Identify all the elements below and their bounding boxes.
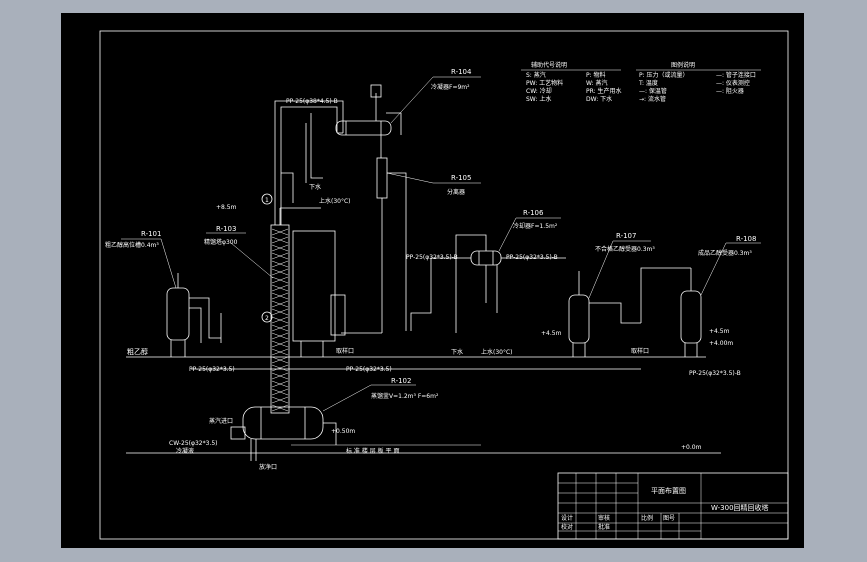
pipe-spec: PP-25(φ32*3.5)	[189, 366, 235, 373]
legend-item: DW: 下水	[586, 95, 612, 103]
title-cell: 校对	[561, 523, 573, 531]
r107-desc: 不合格乙醇受器0.3m³	[595, 245, 655, 253]
marker-label: 1	[265, 197, 269, 204]
r102-tag: R-102	[391, 377, 411, 385]
sample-port-label: 取样口	[336, 347, 354, 355]
r108-desc: 成品乙醇受器0.3m³	[698, 249, 752, 257]
r106-cooler	[410, 234, 566, 333]
r106-tag: R-106	[523, 209, 544, 217]
title-cell: 比例	[641, 514, 653, 522]
legend-item: PR: 生产用水	[586, 87, 622, 95]
r101-feed-tank	[166, 273, 222, 357]
legend-item: W: 蒸汽	[586, 79, 608, 87]
elevation-label: +0.50m	[331, 428, 355, 435]
drain-label: 放净口	[259, 463, 277, 471]
r108-tag: R-108	[736, 235, 756, 243]
elevation-label: +4.5m	[709, 328, 730, 335]
overhead-pipe	[274, 100, 344, 225]
reflux-drum	[292, 230, 346, 357]
r105-tag: R-105	[451, 174, 471, 182]
r105-desc: 分离器	[447, 188, 465, 196]
r104-desc: 冷凝器F=9m²	[431, 83, 470, 91]
legend-block: 辅助代号说明 S: 蒸汽 PW: 工艺物料 CW: 冷却 SW: 上水 P: 物…	[521, 61, 761, 103]
legend-item: →: 流水管	[639, 95, 666, 103]
title-cell: 图号	[663, 515, 675, 522]
title-cell: 设计	[561, 514, 573, 522]
legend-item: P: 物料	[586, 71, 606, 79]
r103-desc: 精馏塔φ300	[204, 238, 238, 246]
legend-item: S: 蒸汽	[526, 71, 546, 79]
drawing-frame	[99, 30, 789, 540]
legend-item: SW: 上水	[526, 95, 551, 103]
r103-distillation-column	[270, 207, 321, 414]
marker-circle	[261, 311, 273, 323]
legend-item: T: 温度	[638, 79, 658, 87]
title-cell: 批准	[598, 523, 610, 531]
legend-item: P: 压力（或流量）	[639, 71, 689, 79]
crude-ethanol-label: 粗乙醇	[127, 347, 148, 356]
steam-inlet-label: 蒸汽进口	[209, 417, 233, 425]
legend-title-2: 图例说明	[671, 61, 695, 69]
water-in-label: 上水(30°C)	[481, 348, 513, 356]
r108-product-receiver	[640, 267, 702, 357]
r104-condenser	[335, 84, 402, 158]
r102-reboiler	[230, 406, 337, 461]
pipe-spec: PP-25(φ32*3.5)-B	[689, 370, 741, 377]
elevation-label: +0.0m	[681, 444, 702, 451]
r101-tag: R-101	[141, 230, 161, 238]
pipe-spec: PP-25(φ32*3.5)-B	[406, 254, 458, 261]
pipe-spec: CW-25(φ32*3.5)	[169, 440, 218, 447]
r101-desc: 粗乙醇高位槽0.4m³	[105, 241, 159, 249]
sample-port-label: 取样口	[631, 347, 649, 355]
r104-tag: R-104	[451, 68, 472, 76]
legend-item: —: 管子连接口	[716, 71, 756, 79]
title-block: 平面布置图 W-300回精回收塔 设计 校对 审核 批准 比例 图号	[557, 472, 789, 540]
legend-item: PW: 工艺物料	[526, 79, 563, 87]
r105-separator	[341, 157, 407, 334]
marker-label: 2	[265, 315, 269, 322]
r103-tag: R-103	[216, 225, 236, 233]
water-in-label: 上水(30°C)	[319, 197, 351, 205]
elevation-label: +4.00m	[709, 340, 733, 347]
elevation-label: +8.5m	[216, 204, 237, 211]
r107-tag: R-107	[616, 232, 636, 240]
legend-item: —: 仪表测控	[716, 79, 750, 87]
title-main: 平面布置图	[651, 486, 686, 495]
r107-offspec-receiver	[568, 271, 641, 357]
pipe-spec: PP-25(φ38*4.5)-B	[286, 98, 338, 105]
leader-lines	[121, 76, 761, 412]
drawing-sheet: 辅助代号说明 S: 蒸汽 PW: 工艺物料 CW: 冷却 SW: 上水 P: 物…	[61, 13, 804, 548]
pipe-spec: PP-25(φ32*3.5)	[346, 366, 392, 373]
legend-item: —: 阻火器	[716, 87, 744, 95]
legend-item: —: 保温管	[639, 87, 667, 95]
process-diagram: 辅助代号说明 S: 蒸汽 PW: 工艺物料 CW: 冷却 SW: 上水 P: 物…	[99, 30, 789, 540]
pipe-spec: PP-25(φ32*3.5)-B	[506, 254, 558, 261]
r106-desc: 冷却器F=1.5m²	[513, 222, 558, 230]
condensate-label: 冷凝液	[176, 447, 194, 455]
water-out-label: 下水	[451, 348, 463, 356]
water-out-label: 下水	[309, 183, 321, 191]
r102-desc: 蒸馏釜V=1.2m³ F=6m²	[371, 392, 439, 400]
elevation-label: +4.5m	[541, 330, 562, 337]
floor-label: 标 准 楼 层 板 平 面	[346, 447, 399, 455]
title-project: W-300回精回收塔	[711, 503, 769, 512]
legend-title-1: 辅助代号说明	[531, 61, 567, 69]
marker-circle	[261, 193, 273, 205]
title-cell: 审核	[598, 514, 610, 522]
legend-item: CW: 冷却	[526, 87, 552, 95]
